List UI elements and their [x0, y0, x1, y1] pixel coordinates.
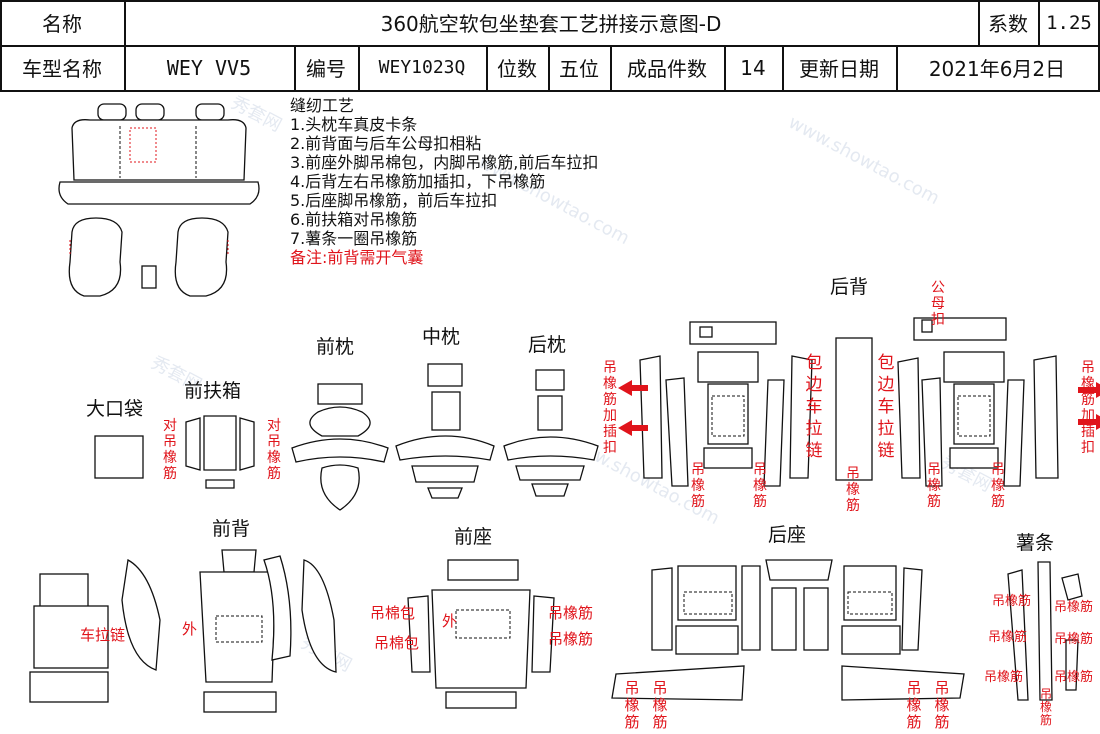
annotation-rear-zip: 车拉链 — [80, 626, 126, 644]
arrow-icons — [618, 380, 1100, 436]
section-front-seat: 前座 — [454, 526, 493, 548]
rear-seat-pieces — [611, 559, 965, 701]
section-rear-back: 后背 — [830, 276, 869, 298]
note-item: 1.头枕车真皮卡条 — [290, 115, 418, 134]
seats-value: 五位 — [559, 57, 599, 81]
note-remark: 备注:前背需开气囊 — [290, 248, 424, 267]
model-value: WEY VV5 — [166, 55, 252, 80]
section-front-back: 前背 — [212, 518, 251, 540]
note-item: 6.前扶箱对吊橡筋 — [290, 210, 418, 229]
annotation-elastic: 吊橡筋 — [1054, 670, 1094, 685]
annotation-elastic-buckle: 吊橡筋加插扣 — [603, 360, 617, 456]
section-big-pocket: 大口袋 — [86, 398, 144, 420]
annotation-pair-elastic: 对吊橡筋 — [163, 418, 177, 482]
front-seat-pieces — [407, 559, 555, 709]
note-item: 3.前座外脚吊棉包，内脚吊橡筋,前后车拉扣 — [290, 153, 599, 172]
annotation-elastic: 吊橡筋 — [1054, 600, 1094, 615]
front-back-pieces — [29, 549, 337, 713]
big-pocket-piece — [94, 435, 144, 479]
section-rear-headrest: 后枕 — [528, 334, 567, 356]
pieces-label: 成品件数 — [627, 57, 707, 81]
middle-headrest-pieces — [395, 363, 495, 499]
annotation-elastic: 吊橡筋 — [988, 630, 1028, 645]
rear-headrest-pieces — [503, 369, 599, 497]
annotation-piping-zip: 包边车拉链 — [805, 353, 823, 461]
rear-back-right-pieces — [897, 317, 1059, 487]
annotation-elastic: 吊橡筋 — [548, 604, 594, 622]
annotation-piping-zip: 包边车拉链 — [877, 353, 895, 461]
annotation-elastic: 吊橡筋 — [624, 679, 640, 731]
overview-front-seats — [68, 217, 229, 297]
annotation-elastic: 吊橡筋 — [984, 670, 1024, 685]
notes-title: 缝纫工艺 — [290, 96, 355, 115]
annotation-outer: 外 — [442, 612, 458, 630]
annotation-pair-elastic: 对吊橡筋 — [267, 418, 281, 482]
note-item: 4.后背左右吊橡筋加插扣，下吊橡筋 — [290, 172, 546, 191]
rear-back-zip-panel — [835, 337, 873, 481]
annotation-male-female: 公母扣 — [931, 280, 945, 328]
annotation-elastic-buckle: 吊橡筋加插扣 — [1081, 360, 1095, 456]
note-item: 7.薯条一圈吊橡筋 — [290, 229, 418, 248]
annotation-cotton-pack: 吊棉包 — [370, 604, 416, 622]
front-headrest-pieces — [291, 383, 389, 511]
annotation-elastic: 吊橡筋 — [992, 594, 1032, 609]
annotation-elastic: 吊橡筋 — [548, 630, 594, 648]
annotation-elastic: 吊橡筋 — [652, 679, 668, 731]
annotation-elastic: 吊橡筋 — [691, 462, 705, 510]
code-label: 编号 — [306, 57, 346, 81]
note-item: 2.前背面与后车公母扣相粘 — [290, 134, 482, 153]
annotation-elastic: 吊橡筋 — [846, 466, 860, 514]
coef-label: 系数 — [988, 12, 1028, 36]
seats-label: 位数 — [497, 57, 537, 81]
annotation-elastic: 吊橡筋 — [1054, 632, 1094, 647]
model-label: 车型名称 — [22, 57, 102, 81]
annotation-cotton-pack: 吊棉包 — [374, 634, 420, 652]
overview-rear-bench — [58, 103, 260, 205]
date-value: 2021年6月2日 — [928, 57, 1066, 81]
annotation-elastic: 吊橡筋 — [906, 679, 922, 731]
pieces-value: 14 — [740, 55, 766, 80]
name-label: 名称 — [42, 12, 82, 36]
section-front-armrest: 前扶箱 — [184, 380, 242, 402]
annotation-elastic: 吊橡筋 — [991, 462, 1005, 510]
section-strips: 薯条 — [1016, 532, 1055, 554]
annotation-elastic: 吊橡筋 — [927, 462, 941, 510]
section-rear-seat: 后座 — [768, 524, 807, 546]
annotation-outer: 外 — [182, 620, 198, 638]
note-item: 5.后座脚吊橡筋，前后车拉扣 — [290, 191, 498, 210]
annotation-elastic: 吊橡筋 — [753, 462, 767, 510]
coef-value: 1.25 — [1046, 11, 1092, 34]
annotation-elastic: 吊橡筋 — [934, 679, 950, 731]
front-armrest-pieces — [185, 415, 255, 489]
annotation-elastic: 吊橡筋 — [1039, 687, 1052, 727]
strip-pieces — [1007, 561, 1083, 701]
rear-back-left-pieces — [639, 321, 813, 487]
date-label: 更新日期 — [799, 57, 879, 81]
section-middle-headrest: 中枕 — [422, 326, 461, 348]
section-front-headrest: 前枕 — [316, 336, 355, 358]
sheet-title: 360航空软包坐垫套工艺拼接示意图-D — [380, 12, 722, 36]
code-value: WEY1023Q — [378, 57, 466, 78]
